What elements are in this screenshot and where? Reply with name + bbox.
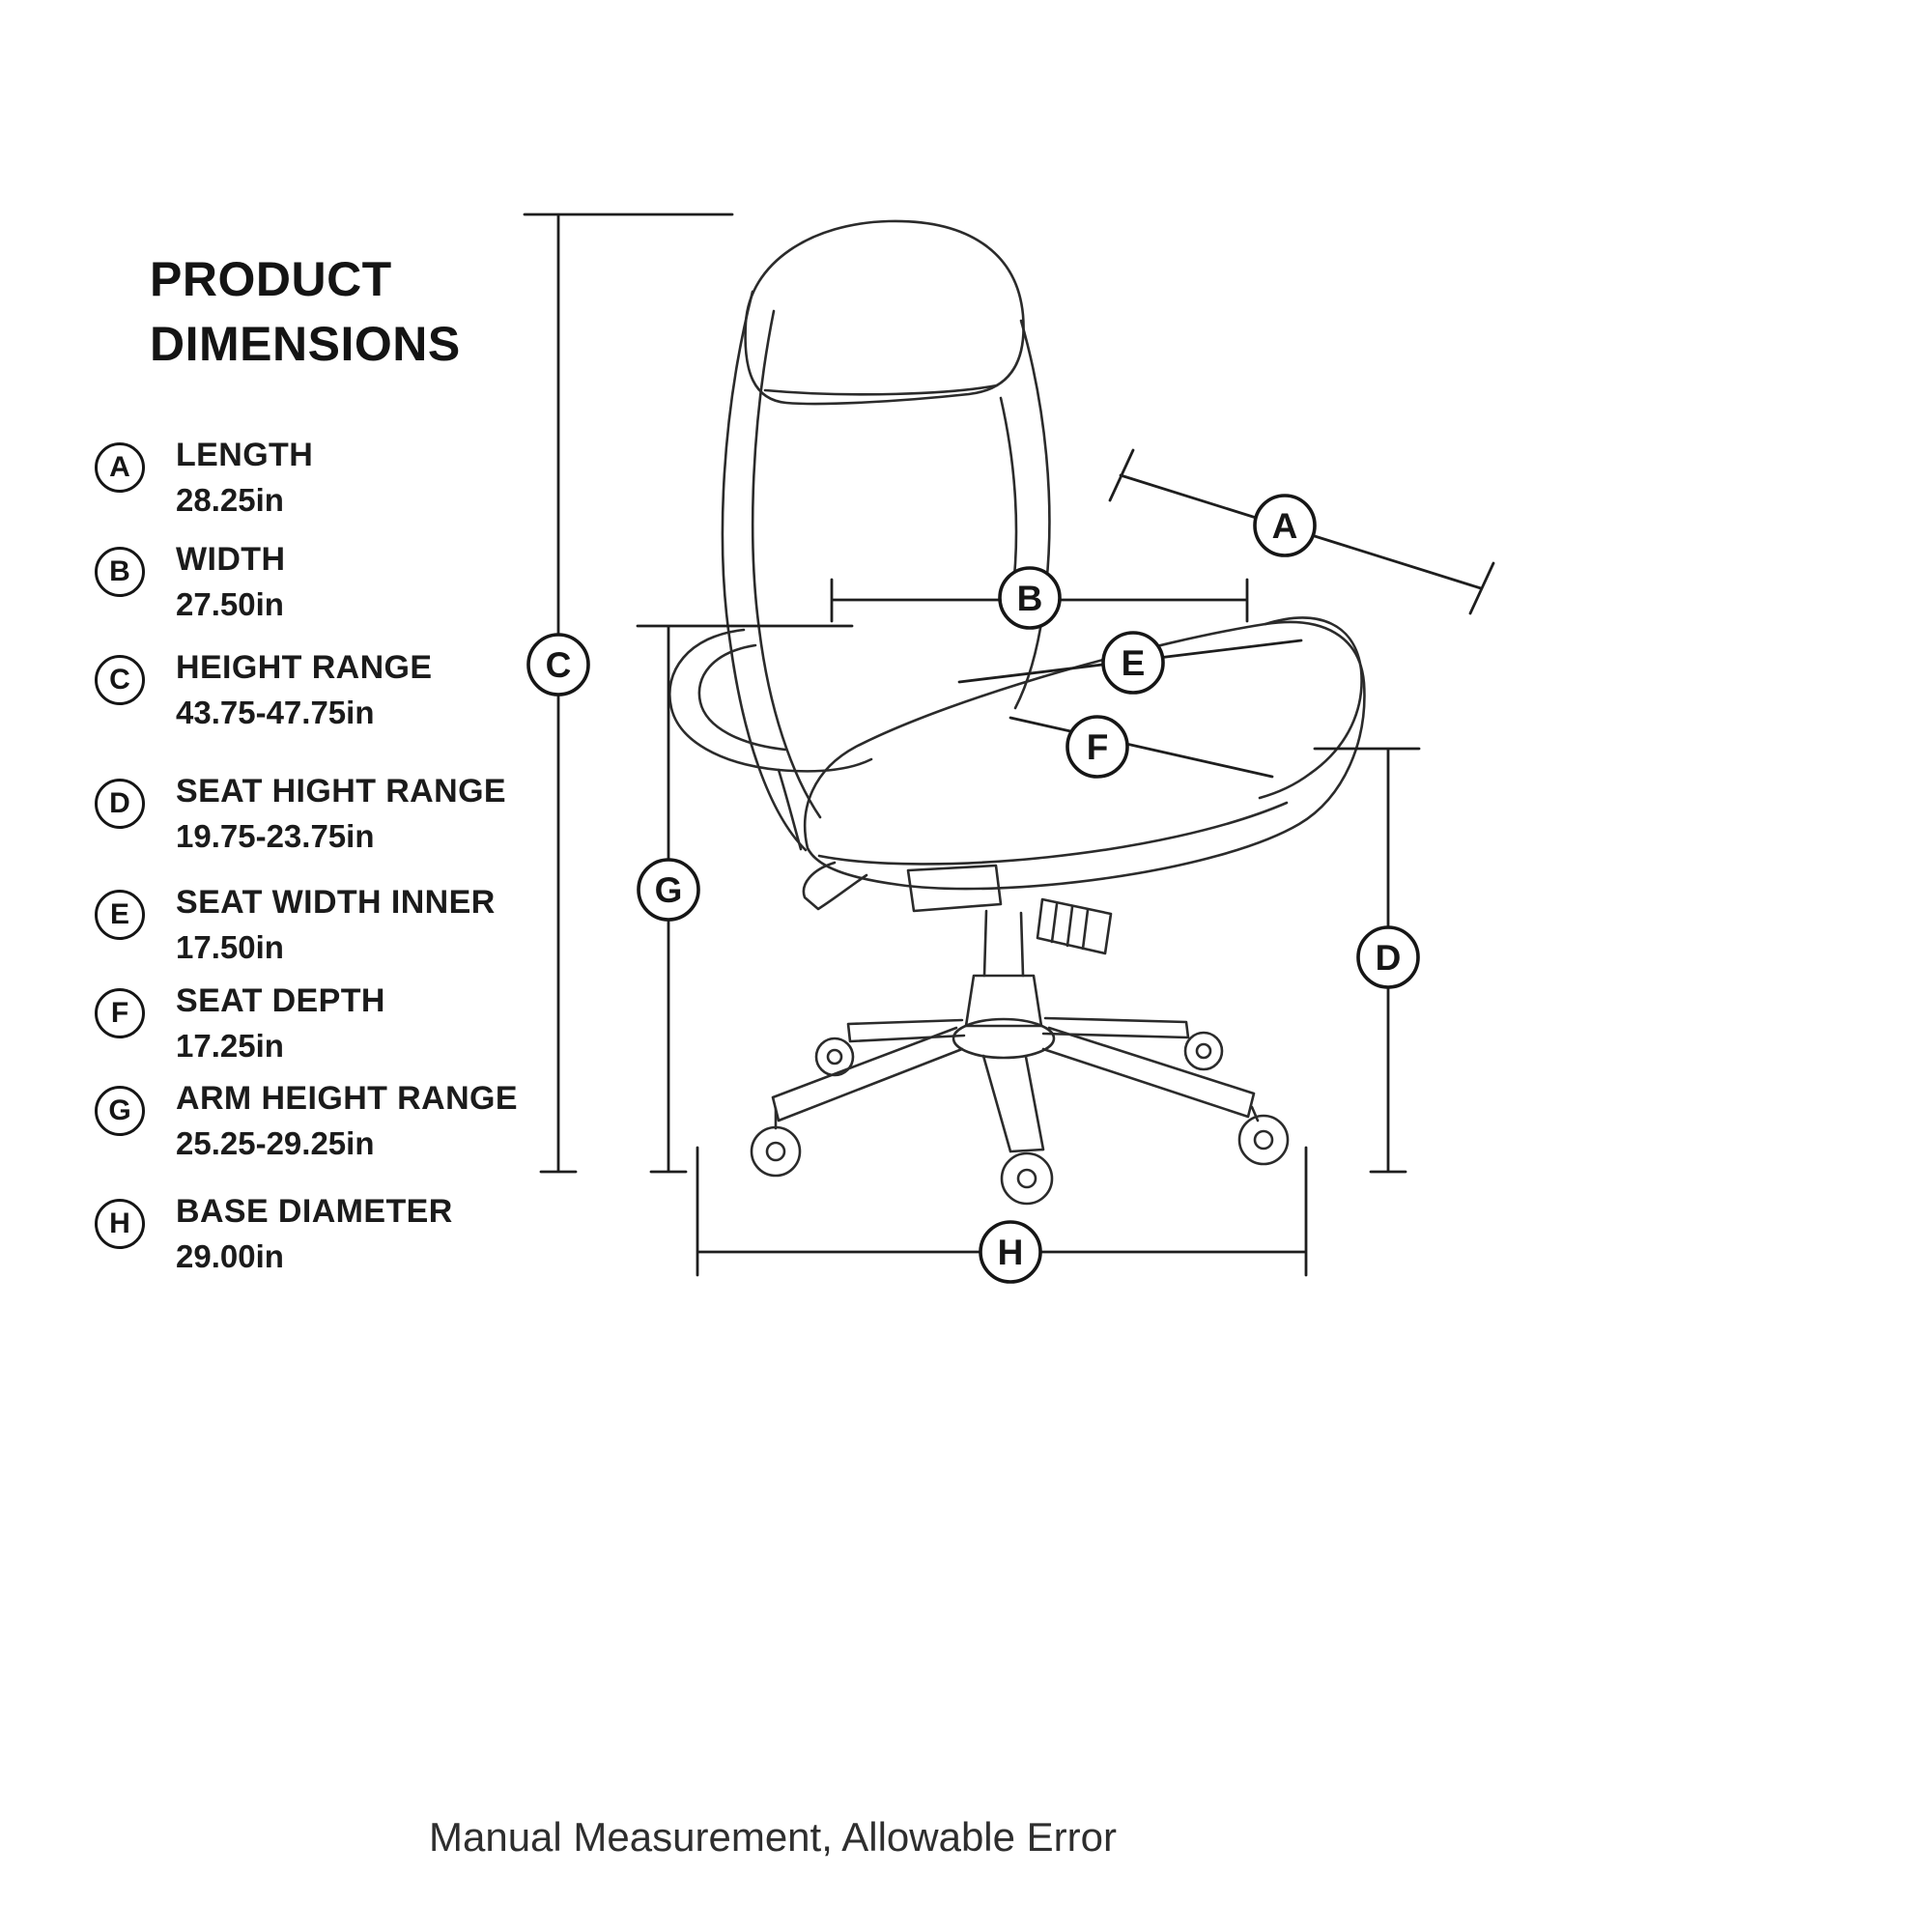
dimension-text: SEAT HIGHT RANGE 19.75-23.75in bbox=[176, 773, 506, 855]
dimension-letter-badge-e: E bbox=[95, 890, 145, 940]
dimension-label: LENGTH bbox=[176, 437, 314, 473]
dimension-text: ARM HEIGHT RANGE 25.25-29.25in bbox=[176, 1080, 518, 1162]
marker-letter-b: B bbox=[1017, 579, 1043, 618]
dimension-label: ARM HEIGHT RANGE bbox=[176, 1080, 518, 1117]
diagram-marker-c: C bbox=[526, 633, 590, 696]
dimension-letter-badge-c: C bbox=[95, 655, 145, 705]
footer-note: Manual Measurement, Allowable Error bbox=[429, 1814, 1117, 1860]
diagram-marker-b: B bbox=[998, 566, 1062, 630]
marker-letter-g: G bbox=[655, 870, 683, 910]
dimension-letter-badge-a: A bbox=[95, 442, 145, 493]
marker-circle-b bbox=[998, 566, 1062, 630]
marker-letter-e: E bbox=[1122, 643, 1146, 683]
dimension-item-arm-height-range: G ARM HEIGHT RANGE 25.25-29.25in bbox=[95, 1080, 518, 1162]
dimension-value: 19.75-23.75in bbox=[176, 818, 375, 854]
dimension-letter-badge-d: D bbox=[95, 779, 145, 829]
marker-letter-c: C bbox=[546, 645, 572, 685]
dimension-value: 43.75-47.75in bbox=[176, 695, 375, 730]
office-chair-drawing bbox=[668, 219, 1366, 1206]
dimension-label: SEAT DEPTH bbox=[176, 982, 385, 1019]
dimension-label: SEAT WIDTH INNER bbox=[176, 884, 496, 921]
marker-circle-a bbox=[1253, 494, 1317, 557]
dimension-label: HEIGHT RANGE bbox=[176, 649, 433, 686]
dimension-value: 17.25in bbox=[176, 1028, 284, 1064]
dimension-label: BASE DIAMETER bbox=[176, 1193, 453, 1230]
dimension-letter-badge-b: B bbox=[95, 547, 145, 597]
page-title-line2: DIMENSIONS bbox=[150, 317, 461, 371]
dimension-letter-badge-h: H bbox=[95, 1199, 145, 1249]
dimension-item-width: B WIDTH 27.50in bbox=[95, 541, 285, 623]
dimension-value: 25.25-29.25in bbox=[176, 1125, 375, 1161]
seat-depth-line bbox=[1009, 716, 1274, 779]
marker-letter-a: A bbox=[1272, 506, 1298, 546]
dimension-item-base-diameter: H BASE DIAMETER 29.00in bbox=[95, 1193, 453, 1275]
dimension-value: 28.25in bbox=[176, 482, 284, 518]
dimension-text: SEAT DEPTH 17.25in bbox=[176, 982, 385, 1065]
diagram-marker-a: A bbox=[1253, 494, 1317, 557]
dimension-label: WIDTH bbox=[176, 541, 286, 578]
marker-circle-e bbox=[1101, 631, 1165, 695]
diagram-marker-d: D bbox=[1356, 925, 1420, 989]
marker-circle-d bbox=[1356, 925, 1420, 989]
diagram-marker-g: G bbox=[637, 858, 700, 922]
dimension-label: SEAT HIGHT RANGE bbox=[176, 773, 507, 810]
dimension-item-seat-width-inner: E SEAT WIDTH INNER 17.50in bbox=[95, 884, 496, 966]
dimension-text: BASE DIAMETER 29.00in bbox=[176, 1193, 453, 1275]
page-title-line1: PRODUCT bbox=[150, 252, 392, 306]
dimension-item-height-range: C HEIGHT RANGE 43.75-47.75in bbox=[95, 649, 432, 731]
dimension-item-seat-height-range: D SEAT HIGHT RANGE 19.75-23.75in bbox=[95, 773, 506, 855]
dimension-value: 29.00in bbox=[176, 1238, 284, 1274]
marker-circle-f bbox=[1065, 715, 1129, 779]
dimension-text: WIDTH 27.50in bbox=[176, 541, 285, 623]
marker-letter-d: D bbox=[1376, 938, 1402, 978]
dimension-text: SEAT WIDTH INNER 17.50in bbox=[176, 884, 496, 966]
dimension-value: 27.50in bbox=[176, 586, 284, 622]
page-title: PRODUCT DIMENSIONS bbox=[150, 247, 461, 377]
marker-letter-h: H bbox=[998, 1233, 1024, 1272]
marker-circle-h bbox=[979, 1220, 1042, 1284]
marker-circle-g bbox=[637, 858, 700, 922]
dimension-item-length: A LENGTH 28.25in bbox=[95, 437, 313, 519]
marker-letter-f: F bbox=[1087, 727, 1109, 767]
dimension-letter-badge-f: F bbox=[95, 988, 145, 1038]
diagram-marker-h: H bbox=[979, 1220, 1042, 1284]
diagram-marker-f: F bbox=[1065, 715, 1129, 779]
marker-circle-c bbox=[526, 633, 590, 696]
dimension-text: HEIGHT RANGE 43.75-47.75in bbox=[176, 649, 432, 731]
dimension-value: 17.50in bbox=[176, 929, 284, 965]
dimension-letter-badge-g: G bbox=[95, 1086, 145, 1136]
dimension-text: LENGTH 28.25in bbox=[176, 437, 313, 519]
diagram-marker-e: E bbox=[1101, 631, 1165, 695]
dimension-item-seat-depth: F SEAT DEPTH 17.25in bbox=[95, 982, 385, 1065]
